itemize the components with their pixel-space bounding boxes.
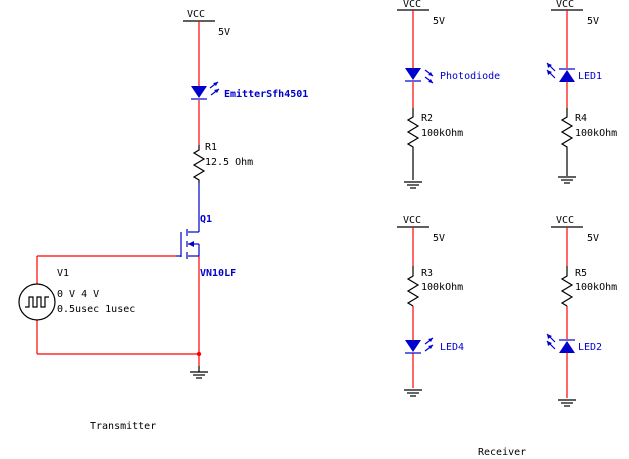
vcc-symbol-led1[interactable]: VCC 5V — [551, 0, 599, 27]
vcc-symbol-led2[interactable]: VCC 5V — [551, 215, 599, 244]
receiver-section-label: Receiver — [478, 447, 526, 458]
photodiode[interactable]: Photodiode — [405, 68, 500, 84]
vcc-voltage-label: 5V — [587, 16, 599, 27]
photodiode-label: Photodiode — [440, 71, 500, 82]
vcc-label: VCC — [403, 215, 421, 226]
ground-led4 — [404, 389, 422, 397]
r1-value: 12.5 Ohm — [205, 157, 253, 168]
led4-branch: VCC 5V R3 100kOhm LED4 — [397, 215, 464, 397]
led2[interactable]: LED2 — [546, 333, 602, 353]
vcc-label: VCC — [187, 9, 205, 20]
led1-label: LED1 — [578, 71, 602, 82]
r5-ref: R5 — [575, 268, 587, 279]
vcc-label: VCC — [403, 0, 421, 10]
r2-value: 100kOhm — [421, 128, 463, 139]
q1-model: VN10LF — [200, 268, 236, 279]
vcc-voltage-label: 5V — [433, 16, 445, 27]
emitter-led[interactable]: EmitterSfh4501 — [191, 81, 308, 100]
r4-value: 100kOhm — [575, 128, 617, 139]
r1-ref: R1 — [205, 142, 217, 153]
r5-value: 100kOhm — [575, 282, 617, 293]
led4[interactable]: LED4 — [405, 337, 464, 354]
r3-ref: R3 — [421, 268, 433, 279]
resistor-r1[interactable]: R1 12.5 Ohm — [192, 142, 253, 183]
vcc-voltage-label: 5V — [433, 233, 445, 244]
photodiode-branch: VCC 5V Photodiode R2 100kOhm — [397, 0, 500, 189]
r4-ref: R4 — [575, 113, 587, 124]
ground-transmitter — [190, 366, 208, 379]
led4-label: LED4 — [440, 342, 464, 353]
vcc-voltage-label: 5V — [218, 27, 230, 38]
vcc-voltage-label: 5V — [587, 233, 599, 244]
vcc-label: VCC — [556, 215, 574, 226]
r2-ref: R2 — [421, 113, 433, 124]
pulse-source-v1[interactable]: V1 0 V 4 V 0.5usec 1usec — [18, 268, 135, 321]
receiver-circuit: VCC 5V Photodiode R2 100kOhm — [397, 0, 617, 458]
vcc-label: VCC — [556, 0, 574, 10]
v1-timing: 0.5usec 1usec — [57, 304, 135, 315]
q1-ref: Q1 — [200, 214, 212, 225]
transmitter-section-label: Transmitter — [90, 421, 156, 432]
resistor-r2[interactable]: R2 100kOhm — [406, 108, 463, 148]
ground-led1 — [558, 176, 576, 184]
ground-led2 — [558, 399, 576, 407]
resistor-r4[interactable]: R4 100kOhm — [560, 108, 617, 148]
emitter-label: EmitterSfh4501 — [224, 88, 308, 100]
r3-value: 100kOhm — [421, 282, 463, 293]
mosfet-q1[interactable]: Q1 VN10LF — [176, 214, 236, 279]
v1-levels: 0 V 4 V — [57, 289, 99, 300]
v1-ref: V1 — [57, 268, 69, 279]
led2-branch: VCC 5V R5 100kOhm LED2 — [546, 215, 617, 407]
vcc-symbol-photodiode[interactable]: VCC 5V — [397, 0, 445, 27]
led2-label: LED2 — [578, 342, 602, 353]
resistor-r3[interactable]: R3 100kOhm — [406, 266, 463, 307]
vcc-symbol-led4[interactable]: VCC 5V — [397, 215, 445, 244]
led1[interactable]: LED1 — [546, 62, 602, 82]
vcc-symbol-transmitter[interactable]: VCC 5V — [183, 9, 230, 38]
led1-branch: VCC 5V LED1 R4 100kOhm — [546, 0, 617, 184]
junction-dot — [196, 351, 202, 357]
ground-photodiode — [404, 181, 422, 189]
transmitter-circuit: VCC 5V EmitterSfh4501 R1 12.5 Ohm — [18, 9, 308, 432]
resistor-r5[interactable]: R5 100kOhm — [560, 266, 617, 307]
